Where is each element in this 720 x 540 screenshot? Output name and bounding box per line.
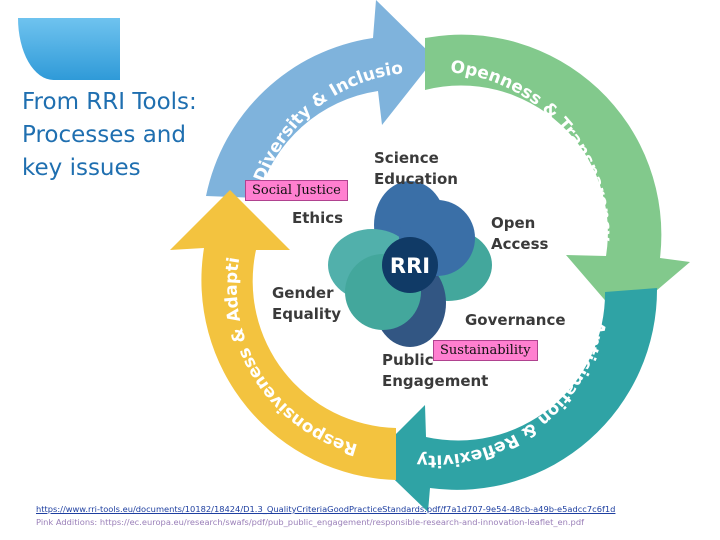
gender-label: Gender (272, 284, 334, 302)
sustainability-text: Sustainability (440, 343, 531, 358)
openness-transparency-arrow (425, 34, 690, 321)
diversity-inclusion-label: Diversity & Inclusion (0, 0, 404, 185)
access-label: Access (491, 235, 548, 253)
diversity-inclusion-arrow (206, 0, 435, 198)
social-justice-text: Social Justice (252, 183, 341, 198)
science-label: Science (374, 149, 439, 167)
governance-label: Governance (465, 311, 566, 329)
anticipation-reflexivity-arrow (372, 288, 658, 512)
open-label: Open (491, 214, 535, 232)
sustainability-addition: Sustainability (433, 340, 538, 361)
corner-decoration (18, 18, 120, 80)
equality-label: Equality (272, 305, 341, 323)
education-label: Education (374, 170, 458, 188)
rri-tools-source-link[interactable]: https://www.rri-tools.eu/documents/10182… (36, 504, 616, 514)
rri-center-label: RRI (390, 254, 430, 278)
svg-text:Diversity & Inclusion: Diversity & Inclusion (0, 0, 404, 185)
pink-additions-source: Pink Additions: https://ec.europa.eu/res… (36, 517, 585, 527)
social-justice-addition: Social Justice (245, 180, 348, 201)
public-label: Public (382, 351, 434, 369)
rri-center (382, 237, 438, 293)
ethics-label: Ethics (292, 209, 343, 227)
title-line-2: Processes and (22, 122, 186, 148)
responsiveness-adaptive-arrow (170, 190, 396, 480)
source-links: https://www.rri-tools.eu/documents/10182… (36, 503, 696, 529)
title-line-3: key issues (22, 155, 141, 181)
slide-title: From RRI Tools: Processes and key issues (22, 86, 232, 185)
title-line-1: From RRI Tools: (22, 89, 197, 115)
engagement-label: Engagement (382, 372, 488, 390)
